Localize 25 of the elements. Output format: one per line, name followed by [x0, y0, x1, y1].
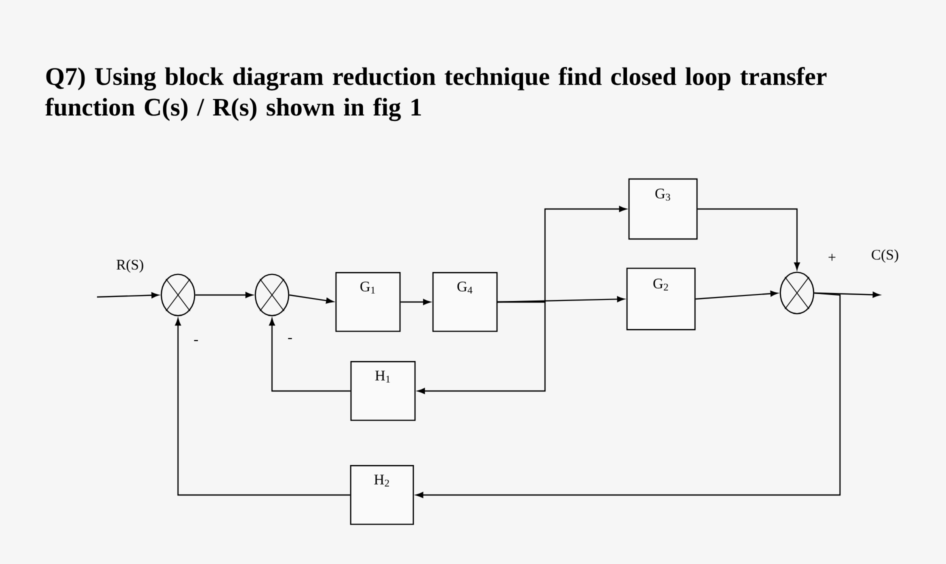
- arrow: [289, 294, 334, 304]
- summing-junction: [780, 272, 814, 314]
- sign-label: -: [288, 338, 292, 340]
- arrow: [269, 318, 350, 392]
- summing-junction: [160, 274, 196, 316]
- sign-label: -: [194, 340, 198, 342]
- block-box: H$_{2}$: [350, 465, 414, 525]
- signal-label: R(S): [116, 259, 144, 273]
- summing-junction: [254, 274, 290, 316]
- sign-label: +: [828, 254, 836, 261]
- block-box: G$_{3}$: [628, 178, 698, 240]
- arrow: [696, 290, 778, 300]
- arrow: [416, 292, 841, 498]
- block-box: G$_{2}$: [626, 268, 696, 330]
- signal-label: C(S): [872, 249, 898, 263]
- arrow: [418, 301, 546, 394]
- arrow: [195, 292, 253, 298]
- arrow: [698, 208, 800, 270]
- block-box: H$_{1}$: [350, 361, 416, 421]
- arrow: [175, 318, 350, 496]
- arrow: [97, 292, 159, 298]
- block-box: G$_{1}$: [335, 272, 401, 332]
- arrow: [400, 299, 430, 305]
- question-text: Q7) Using block diagram reduction technique find closed loop transfer function C(s) / R(s) shown in fig 1: [45, 67, 827, 122]
- block-box: G$_{4}$: [432, 272, 498, 332]
